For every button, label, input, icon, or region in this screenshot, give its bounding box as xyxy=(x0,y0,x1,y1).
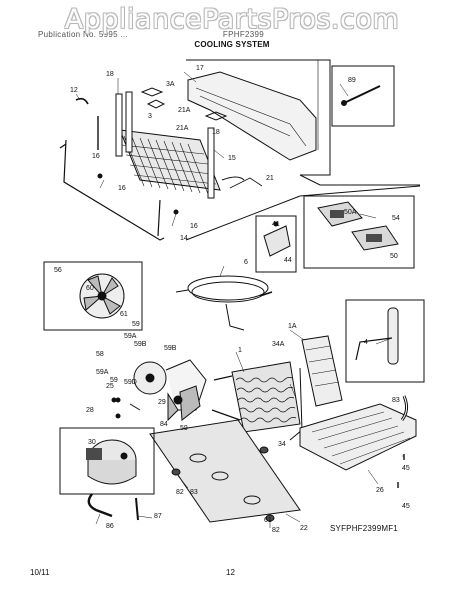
section-divider xyxy=(185,195,301,241)
callout: 25 xyxy=(106,383,114,390)
callout: 4 xyxy=(364,339,368,346)
callout: 16 xyxy=(92,153,100,160)
cabinet-rear-panel xyxy=(186,59,420,186)
callout: 26 xyxy=(376,487,384,494)
callout: 56 xyxy=(54,267,62,274)
wire-harness xyxy=(175,275,273,331)
callout-labels: 1 1A 3 3A 4 6 12 14 15 16 16 16 17 18 18… xyxy=(54,65,410,534)
callout: 59 xyxy=(180,425,188,432)
callout: 3A xyxy=(166,81,175,88)
small-parts xyxy=(87,397,275,522)
fan-motor-assembly xyxy=(115,359,207,422)
callout: 34 xyxy=(278,441,286,448)
callout: 18 xyxy=(106,71,114,78)
callout: 18 xyxy=(212,129,220,136)
inset-box-fan xyxy=(43,261,143,331)
callout: 14 xyxy=(180,235,188,242)
callout: 17 xyxy=(196,65,204,72)
callout: 54 xyxy=(392,215,400,222)
callout: 41 xyxy=(272,221,280,228)
callout: 6 xyxy=(244,259,248,266)
callout: 61 xyxy=(264,517,272,524)
callout: 45 xyxy=(402,465,410,472)
condenser-coil xyxy=(97,87,228,199)
callout: 45 xyxy=(402,503,410,510)
footer-date: 10/11 xyxy=(30,568,50,577)
callout: 59D xyxy=(124,379,137,386)
callout: 21A xyxy=(178,107,191,114)
callout: 21 xyxy=(266,175,274,182)
callout: 50 xyxy=(390,253,398,260)
callout: 44 xyxy=(284,257,292,264)
callout: 30 xyxy=(88,439,96,446)
model-code: SYFPHF2399MF1 xyxy=(330,524,398,533)
callout: 3 xyxy=(148,113,152,120)
callout: 60 xyxy=(86,285,94,292)
callout: 82 xyxy=(176,489,184,496)
callout: 16 xyxy=(190,223,198,230)
heater-panel xyxy=(301,335,343,407)
page-subheader: Publication No. 5995 ... FPHF2399 xyxy=(38,30,264,39)
base-plate xyxy=(149,419,301,523)
drain-duct xyxy=(187,71,317,161)
callout: 50A xyxy=(344,209,357,216)
callout: 59A xyxy=(96,369,109,376)
subheader-left: Publication No. 5995 ... xyxy=(38,30,128,39)
callout: 59B xyxy=(134,341,147,348)
inset-box-drier xyxy=(345,299,425,383)
callout: 58 xyxy=(96,351,104,358)
callout: 12 xyxy=(70,87,78,94)
callout: 59B xyxy=(164,345,177,352)
inset-box-compressor xyxy=(59,427,155,495)
callout: 61 xyxy=(120,311,128,318)
inset-box-41 xyxy=(255,215,297,273)
callout: 21A xyxy=(176,125,189,132)
inset-box-50 xyxy=(303,195,415,269)
callout: 34A xyxy=(272,341,285,348)
callout: 83 xyxy=(190,489,198,496)
callout: 89 xyxy=(348,77,356,84)
callout: 84 xyxy=(160,421,168,428)
page-number: 12 xyxy=(226,568,235,577)
callout: 15 xyxy=(228,155,236,162)
callout: 16 xyxy=(118,185,126,192)
callout: 1A xyxy=(288,323,297,330)
callout: 59A xyxy=(124,333,137,340)
callout: 86 xyxy=(106,523,114,530)
callout: 87 xyxy=(154,513,162,520)
callout: 59 xyxy=(110,377,118,384)
callout: 22 xyxy=(300,525,308,532)
subheader-right: FPHF2399 xyxy=(222,30,265,39)
section-title: COOLING SYSTEM xyxy=(194,40,270,49)
drain-pan xyxy=(299,395,417,488)
callout: 28 xyxy=(86,407,94,414)
callout: 1 xyxy=(238,347,242,354)
callout: 29 xyxy=(158,399,166,406)
callout: 82 xyxy=(272,527,280,534)
callout: 83 xyxy=(392,397,400,404)
leader-lines xyxy=(75,71,404,528)
callout: 59 xyxy=(132,321,140,328)
inset-box-90 xyxy=(331,65,395,127)
evaporator-coil xyxy=(211,361,303,441)
